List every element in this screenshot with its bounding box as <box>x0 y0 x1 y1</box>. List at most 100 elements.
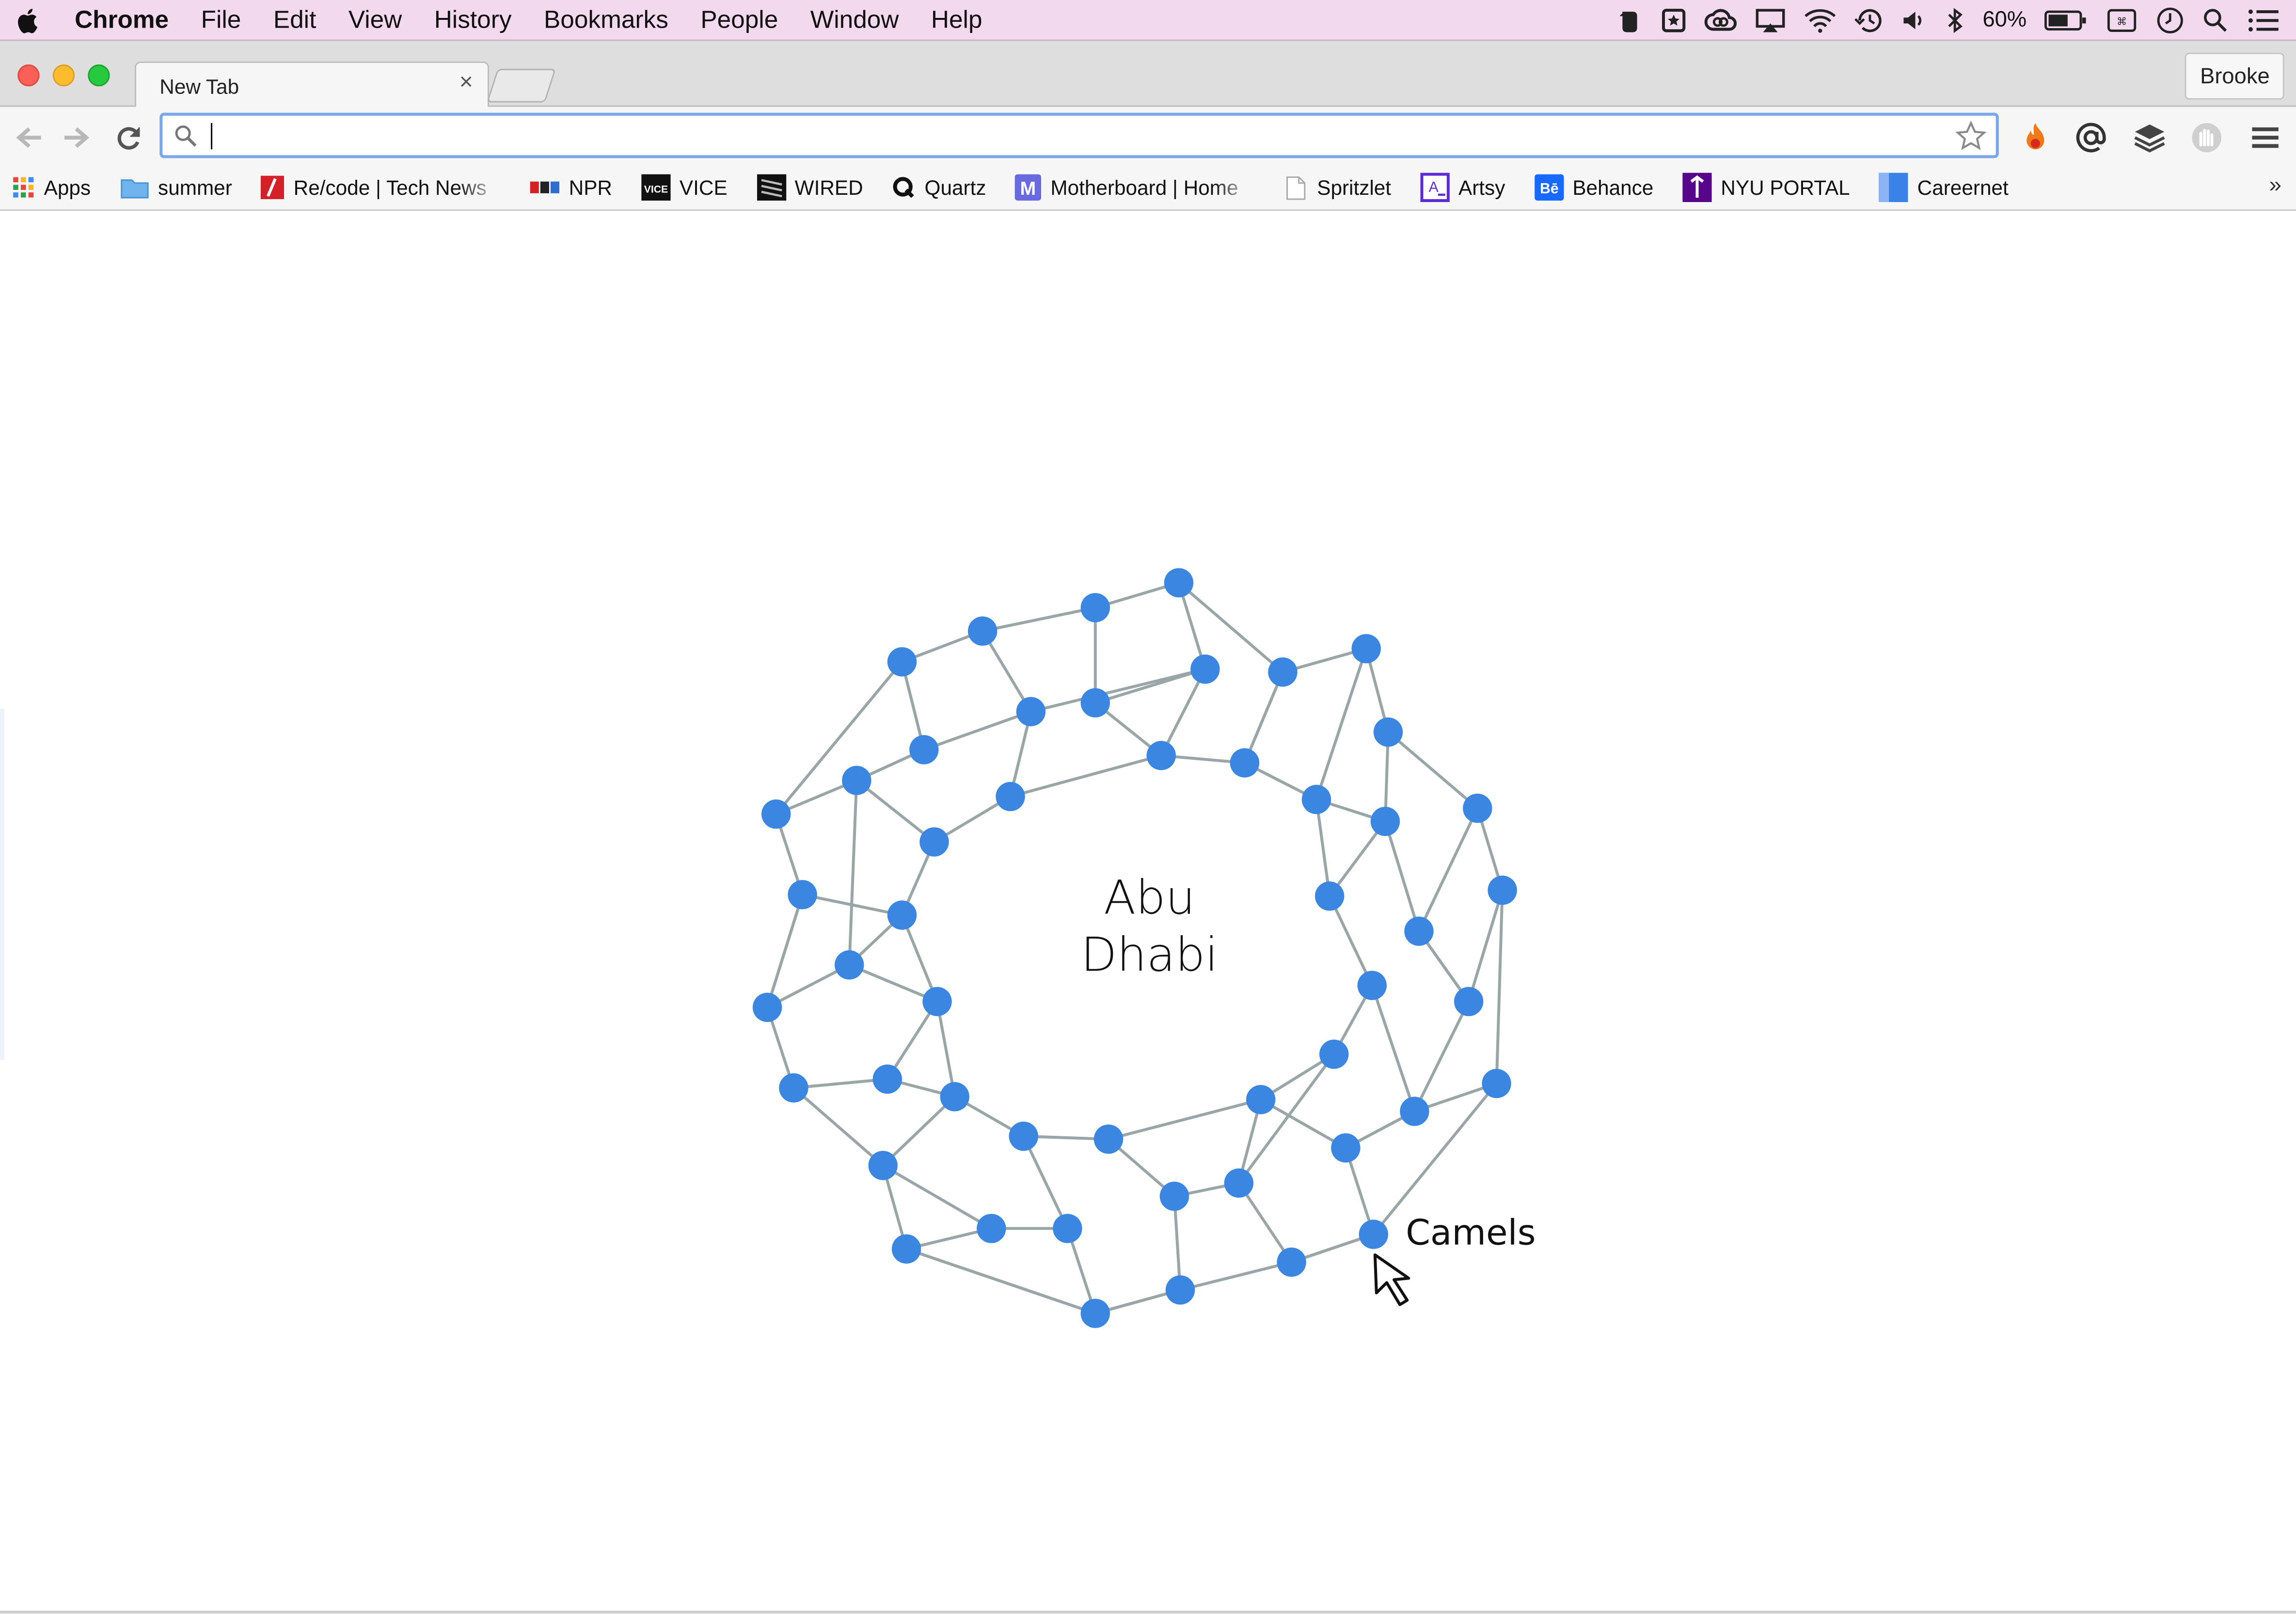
graph-node[interactable] <box>1357 971 1387 1000</box>
graph-node[interactable] <box>752 992 782 1022</box>
bookmark-vice[interactable]: VICE VICE <box>641 165 728 209</box>
bookmark-quartz[interactable]: Quartz <box>892 165 986 209</box>
graph-node[interactable] <box>1080 688 1110 718</box>
graph-node[interactable] <box>940 1082 969 1112</box>
menu-history[interactable]: History <box>434 5 512 33</box>
menu-file[interactable]: File <box>201 5 241 33</box>
graph-node[interactable] <box>1370 807 1400 836</box>
graph-node[interactable] <box>1009 1121 1038 1151</box>
graph-node[interactable] <box>891 1234 921 1264</box>
graph-node[interactable] <box>1246 1085 1276 1114</box>
graph-node[interactable] <box>1164 568 1194 597</box>
profile-button[interactable]: Brooke <box>2185 52 2284 100</box>
tab-close-icon[interactable]: × <box>459 70 473 95</box>
menu-edit[interactable]: Edit <box>273 5 317 33</box>
graph-node[interactable] <box>1159 1181 1189 1211</box>
graph-node[interactable] <box>1488 876 1517 905</box>
graph-node[interactable] <box>1093 1124 1124 1154</box>
graph-node[interactable] <box>1146 741 1176 770</box>
bookmark-careernet[interactable]: Careernet <box>1879 165 2009 209</box>
new-tab-button[interactable] <box>486 69 556 103</box>
graph-node[interactable] <box>1165 1275 1195 1305</box>
graph-node[interactable] <box>887 900 917 930</box>
reading-list-icon[interactable] <box>1661 7 1687 33</box>
clock-icon[interactable] <box>2155 5 2185 34</box>
bookmarks-overflow-chevron-icon[interactable]: » <box>2269 172 2281 198</box>
close-window-button[interactable] <box>17 64 40 87</box>
bookmark-npr[interactable]: NPR <box>531 165 612 209</box>
bookmark-star-icon[interactable] <box>1955 120 1987 160</box>
volume-icon[interactable] <box>1900 7 1927 33</box>
graph-node[interactable] <box>909 735 939 765</box>
menu-window[interactable]: Window <box>810 5 899 33</box>
graph-node[interactable] <box>967 616 998 646</box>
bluetooth-icon[interactable] <box>1945 7 1965 33</box>
bookmark-nyu-portal[interactable]: NYU PORTAL <box>1682 165 1850 209</box>
graph-node[interactable] <box>1373 717 1403 747</box>
menu-view[interactable]: View <box>348 5 402 33</box>
graph-node[interactable] <box>977 1214 1006 1243</box>
graph-node[interactable] <box>835 950 864 980</box>
network-graph[interactable] <box>0 211 2296 1612</box>
fire-extension-icon[interactable] <box>2016 119 2055 157</box>
graph-node[interactable] <box>1314 881 1345 911</box>
graph-node[interactable] <box>1404 916 1434 946</box>
reload-icon[interactable] <box>111 120 147 156</box>
graph-node[interactable] <box>996 782 1025 812</box>
notification-center-icon[interactable] <box>2246 7 2281 33</box>
graph-node[interactable] <box>922 987 952 1017</box>
zoom-window-button[interactable] <box>88 64 110 87</box>
bookmark-wired[interactable]: WIRED <box>757 165 863 209</box>
graph-node[interactable] <box>779 1073 808 1103</box>
graph-node[interactable] <box>919 827 949 857</box>
forward-arrow-icon[interactable] <box>59 120 94 156</box>
bookmark-spritzlet[interactable]: Spritzlet <box>1285 165 1391 209</box>
minimize-window-button[interactable] <box>52 64 75 87</box>
omnibox-input[interactable] <box>206 118 1940 157</box>
graph-node[interactable] <box>1224 1168 1254 1198</box>
graph-node[interactable] <box>842 766 871 795</box>
graph-node[interactable] <box>788 880 817 909</box>
bookmark-behance[interactable]: Bē Behance <box>1534 165 1653 209</box>
back-arrow-icon[interactable] <box>12 120 47 156</box>
graph-node[interactable] <box>1190 654 1220 684</box>
evernote-icon[interactable] <box>1616 7 1643 33</box>
graph-node[interactable] <box>887 647 917 677</box>
graph-node[interactable] <box>761 799 791 829</box>
hand-extension-icon[interactable] <box>2188 119 2226 157</box>
time-machine-icon[interactable] <box>1854 7 1883 33</box>
layers-extension-icon[interactable] <box>2131 119 2169 157</box>
menu-app-name[interactable]: Chrome <box>75 5 169 33</box>
graph-node[interactable] <box>1359 1220 1389 1249</box>
menu-bookmarks[interactable]: Bookmarks <box>544 5 668 33</box>
chrome-menu-icon[interactable] <box>2246 119 2284 157</box>
graph-node[interactable] <box>1400 1097 1429 1126</box>
menu-help[interactable]: Help <box>931 5 982 33</box>
graph-node[interactable] <box>1053 1214 1082 1243</box>
graph-node[interactable] <box>1331 1133 1361 1163</box>
graph-node[interactable] <box>868 1151 898 1180</box>
at-sign-extension-icon[interactable] <box>2072 119 2110 157</box>
airplay-icon[interactable] <box>1754 7 1786 33</box>
bookmark-apps[interactable]: Apps <box>12 165 91 209</box>
bookmark-folder-summer[interactable]: summer <box>120 165 232 209</box>
graph-node[interactable] <box>1351 634 1381 663</box>
graph-node[interactable] <box>1230 748 1260 778</box>
graph-node[interactable] <box>1268 657 1298 687</box>
graph-node[interactable] <box>1016 697 1046 726</box>
graph-node[interactable] <box>1301 784 1331 815</box>
tab-new-tab[interactable]: New Tab × <box>134 61 490 109</box>
graph-node[interactable] <box>1454 987 1484 1017</box>
bookmark-motherboard[interactable]: M Motherboard | Home <box>1015 165 1255 209</box>
graph-node[interactable] <box>872 1064 902 1094</box>
graph-node[interactable] <box>1319 1039 1349 1069</box>
graph-node[interactable] <box>1482 1068 1511 1098</box>
omnibox[interactable] <box>159 112 1999 160</box>
keyboard-input-icon[interactable]: ⌘ <box>2106 7 2138 33</box>
battery-icon[interactable] <box>2044 8 2088 31</box>
menu-people[interactable]: People <box>700 5 778 33</box>
creative-cloud-icon[interactable] <box>1704 7 1737 33</box>
wifi-icon[interactable] <box>1804 7 1836 33</box>
graph-node[interactable] <box>1463 793 1492 823</box>
bookmark-recode[interactable]: Re/code | Tech News <box>261 165 501 209</box>
